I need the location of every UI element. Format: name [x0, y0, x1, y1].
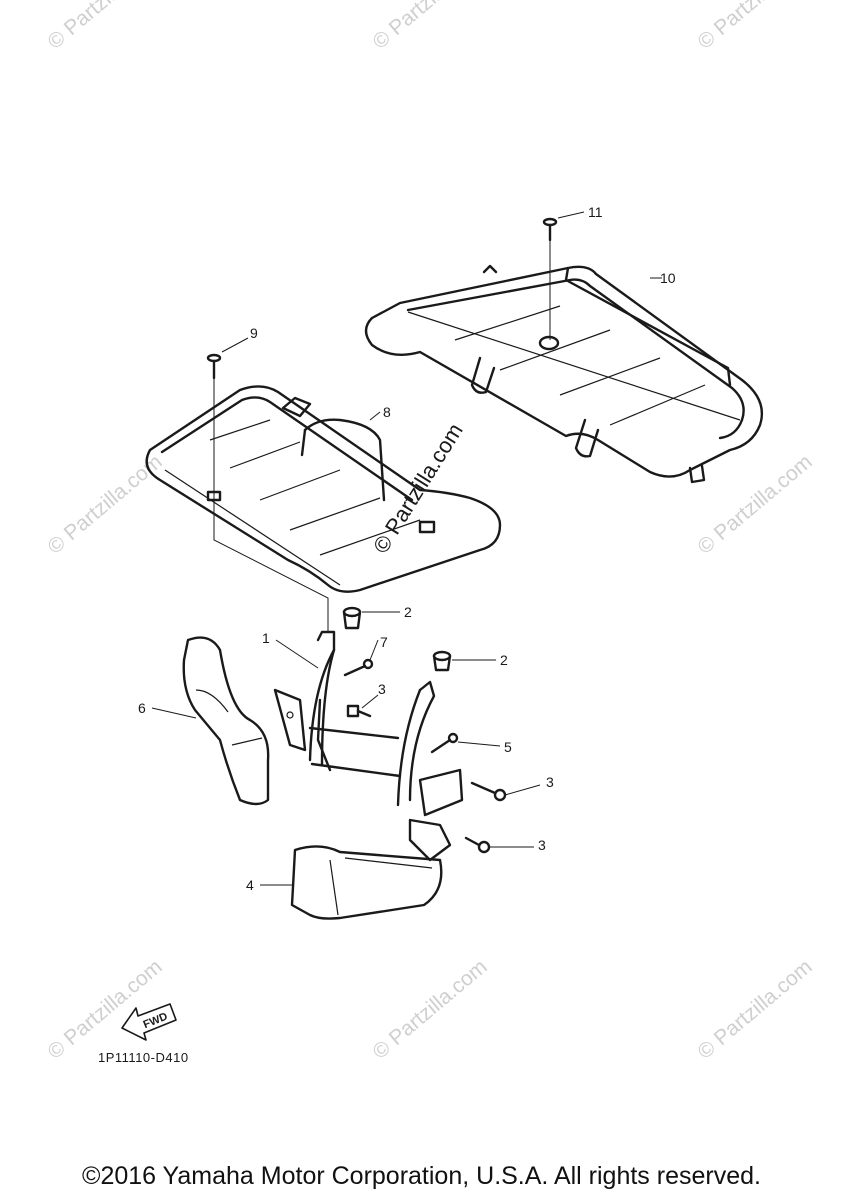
copyright-notice: ©2016 Yamaha Motor Corporation, U.S.A. A… — [82, 1162, 761, 1190]
callout-11: 11 — [588, 204, 603, 220]
callouts: 1 2 2 7 3 6 5 3 3 4 8 9 10 11 — [138, 204, 676, 893]
watermark: © Partzilla.com — [43, 0, 166, 54]
bolt-3-right — [470, 781, 507, 802]
callout-7: 7 — [380, 634, 388, 650]
leader-lines — [151, 211, 662, 886]
bolt-3-lower — [464, 836, 491, 854]
callout-10: 10 — [660, 270, 676, 286]
callout-9: 9 — [250, 325, 258, 341]
callout-6: 6 — [138, 700, 146, 716]
grommet-lower — [432, 650, 452, 672]
watermark: © Partzilla.com — [693, 955, 816, 1064]
diagram-code: 1P11110-D410 — [98, 1050, 189, 1065]
side-guard-left — [182, 636, 270, 806]
callout-3: 3 — [378, 681, 386, 697]
callout-2: 2 — [500, 652, 508, 668]
callout-8: 8 — [383, 404, 391, 420]
fwd-arrow: FWD — [121, 1003, 177, 1041]
watermark: © Partzilla.com — [693, 450, 816, 559]
screw-5 — [430, 732, 459, 754]
watermark: © Partzilla.com — [368, 955, 491, 1064]
watermark: © Partzilla.com — [43, 955, 166, 1064]
fasteners — [206, 217, 558, 854]
screw-7 — [343, 658, 374, 677]
callout-5: 5 — [504, 739, 512, 755]
callout-1: 1 — [262, 630, 270, 646]
guard-frame — [273, 630, 464, 862]
watermark: © Partzilla.com — [368, 0, 491, 54]
callout-2: 2 — [404, 604, 412, 620]
grommet-upper — [342, 606, 362, 630]
bolt-11 — [542, 217, 558, 242]
bolt-9 — [206, 353, 222, 380]
bolt-3-upper — [346, 704, 372, 718]
lower-guard — [290, 845, 443, 920]
callout-3: 3 — [538, 837, 546, 853]
front-carrier — [145, 385, 502, 593]
callout-3: 3 — [546, 774, 554, 790]
callout-4: 4 — [246, 877, 254, 893]
rear-carrier — [364, 264, 764, 484]
watermark: © Partzilla.com — [693, 0, 816, 54]
